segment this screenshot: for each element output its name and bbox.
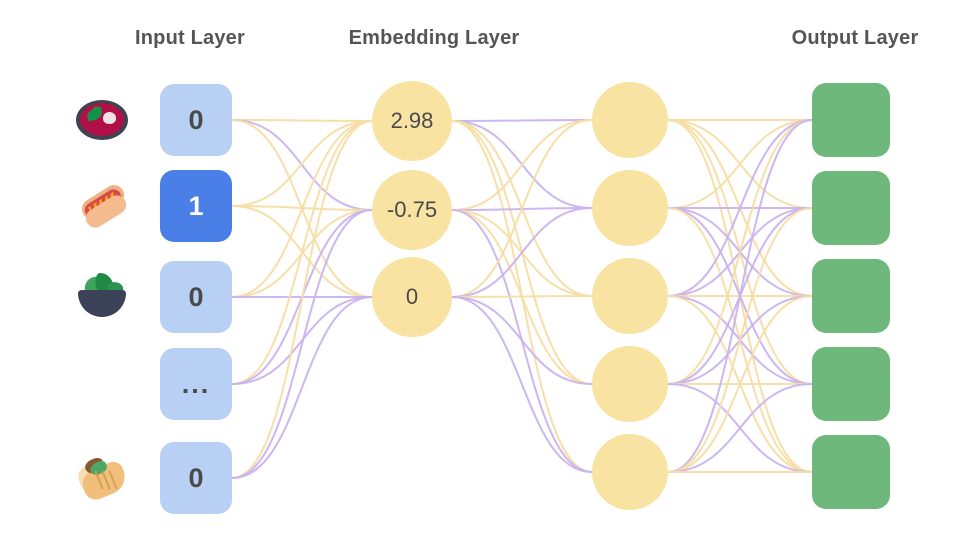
hidden-node-1[interactable] [592, 170, 668, 246]
hidden-node-2[interactable] [592, 258, 668, 334]
salad-icon [74, 269, 130, 325]
hotdog-icon [74, 178, 130, 234]
output-node-2[interactable] [812, 259, 890, 333]
embedding-node-0[interactable]: 2.98 [372, 81, 452, 161]
output-node-1[interactable] [812, 171, 890, 245]
input-node-3[interactable]: ... [160, 348, 232, 420]
embedding-layer-title: Embedding Layer [348, 27, 520, 49]
hidden-node-4[interactable] [592, 434, 668, 510]
output-layer-title: Output Layer [791, 27, 919, 49]
input-node-1[interactable]: 1 [160, 170, 232, 242]
output-node-0[interactable] [812, 83, 890, 157]
hidden-node-3[interactable] [592, 346, 668, 422]
output-node-4[interactable] [812, 435, 890, 509]
burrito-icon [74, 450, 131, 506]
input-node-0[interactable]: 0 [160, 84, 232, 156]
embedding-node-2[interactable]: 0 [372, 257, 452, 337]
input-node-2[interactable]: 0 [160, 261, 232, 333]
stew-icon [74, 92, 130, 148]
output-node-3[interactable] [812, 347, 890, 421]
hidden-node-0[interactable] [592, 82, 668, 158]
embedding-node-1[interactable]: -0.75 [372, 170, 452, 250]
input-layer-title: Input Layer [135, 27, 245, 49]
input-node-4[interactable]: 0 [160, 442, 232, 514]
